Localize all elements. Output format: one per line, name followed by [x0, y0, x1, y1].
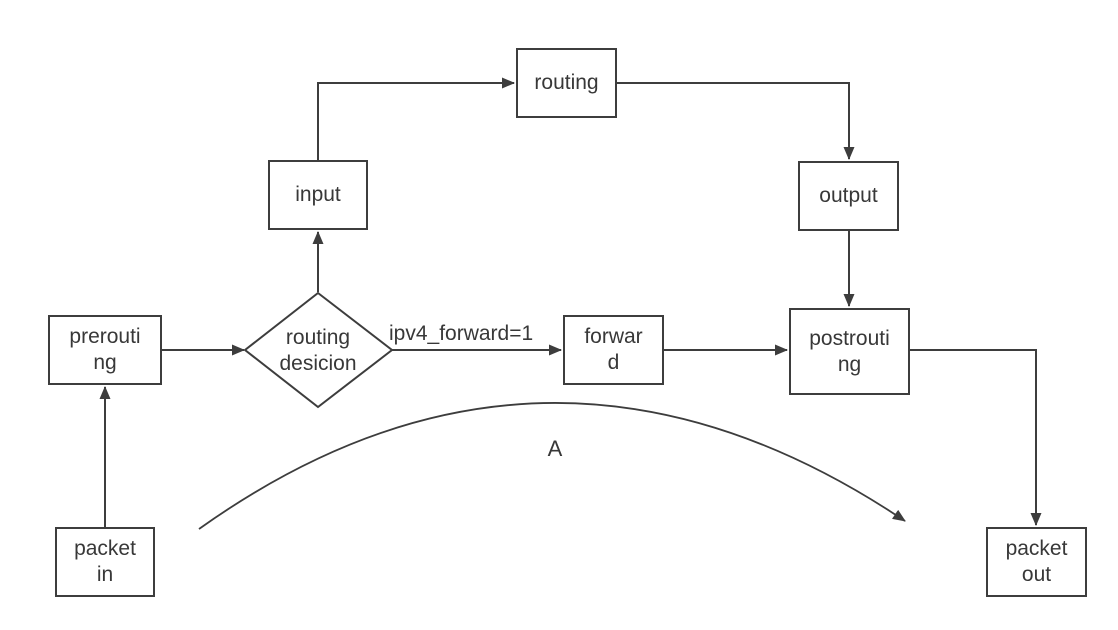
node-label: routing — [534, 71, 599, 94]
node-packet-in: packet in — [55, 527, 155, 597]
edge-label-ipv4-forward: ipv4_forward=1 — [389, 322, 534, 345]
node-prerouting: prerouti ng — [48, 315, 162, 385]
node-label: output — [819, 184, 878, 207]
node-routing-decision: routing desicion — [248, 323, 388, 378]
edge-routing-to-output — [617, 82, 855, 160]
node-routing-decision-shape — [243, 291, 394, 409]
node-label: prerouti ng — [69, 325, 141, 374]
node-label: packet in — [74, 537, 136, 586]
edge-curve-a — [198, 402, 906, 530]
node-label: input — [295, 183, 341, 206]
node-label: routing desicion — [279, 325, 357, 375]
edge-label-a: A — [547, 436, 563, 461]
node-packet-out: packet out — [986, 527, 1087, 597]
node-input: input — [268, 160, 368, 230]
edge-postrouting-to-packet-out — [910, 349, 1042, 526]
node-label: forwar d — [584, 325, 643, 374]
node-label: postrouti ng — [809, 326, 890, 376]
node-routing: routing — [516, 48, 617, 118]
edge-input-to-routing — [317, 77, 515, 160]
node-output: output — [798, 161, 899, 231]
node-label: packet out — [1005, 537, 1068, 586]
node-forward: forwar d — [563, 315, 664, 385]
node-postrouting: postrouti ng — [789, 308, 910, 395]
